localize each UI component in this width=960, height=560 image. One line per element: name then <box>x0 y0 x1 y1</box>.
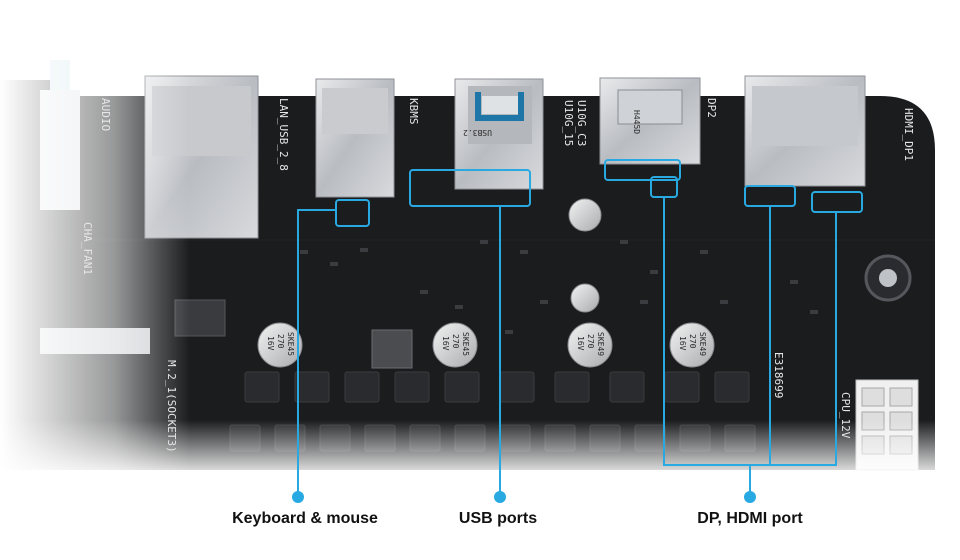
silk-usb-label: USB3.2 <box>463 128 492 137</box>
silk-cha-fan: CHA_FAN1 <box>81 222 94 275</box>
capacitor-labels: SKE45 270 16V SKE45 270 16V SKE49 270 16… <box>266 332 707 356</box>
dot-usb <box>494 491 506 503</box>
cap-3-value: 270 <box>586 334 595 349</box>
cap-3-label: SKE49 <box>596 332 605 356</box>
cap-4-label: SKE49 <box>698 332 707 356</box>
cap-1-volt: 16V <box>266 336 275 351</box>
cap-1-value: 270 <box>276 334 285 349</box>
silk-lan-usb: LAN_USB_2_8 <box>277 98 290 171</box>
cap-4-volt: 16V <box>678 336 687 351</box>
leader-keyboard <box>297 209 336 496</box>
label-keyboard-mouse: Keyboard & mouse <box>232 510 378 527</box>
silk-u10g: U10G_15 <box>562 100 575 146</box>
label-dp-hdmi-port: DP, HDMI port <box>697 510 803 527</box>
cap-3-volt: 16V <box>576 336 585 351</box>
cap-1-label: SKE45 <box>286 332 295 356</box>
capacitor-group <box>257 198 715 368</box>
silk-cpu: CPU_12V <box>839 392 852 439</box>
callout-lines <box>297 197 837 496</box>
silk-u10g-c3: U10G_C3 <box>575 100 588 146</box>
cap-2-label: SKE45 <box>461 332 470 356</box>
silk-dp2: DP2 <box>705 98 718 118</box>
dot-dp-hdmi <box>744 491 756 503</box>
silk-h445: H445D <box>632 110 641 134</box>
cap-2-volt: 16V <box>441 336 450 351</box>
silk-audio: AUDIO <box>99 98 112 131</box>
dot-keyboard <box>292 491 304 503</box>
silk-kbms: KBMS <box>407 98 420 125</box>
highlight-kbms <box>335 199 370 227</box>
highlight-dp-a <box>604 159 681 181</box>
label-usb-ports: USB ports <box>458 510 538 527</box>
silk-m2: M.2_1(SOCKET3) <box>165 360 178 453</box>
cap-4-value: 270 <box>688 334 697 349</box>
leader-usb <box>470 205 501 496</box>
choke <box>371 329 413 369</box>
callout-dots <box>292 491 756 503</box>
silk-e-mark: E318699 <box>772 352 785 398</box>
silk-hdmi-dp1: HDMI_DP1 <box>902 108 915 161</box>
cap-2-value: 270 <box>451 334 460 349</box>
leader-dp-hdmi <box>663 197 837 496</box>
